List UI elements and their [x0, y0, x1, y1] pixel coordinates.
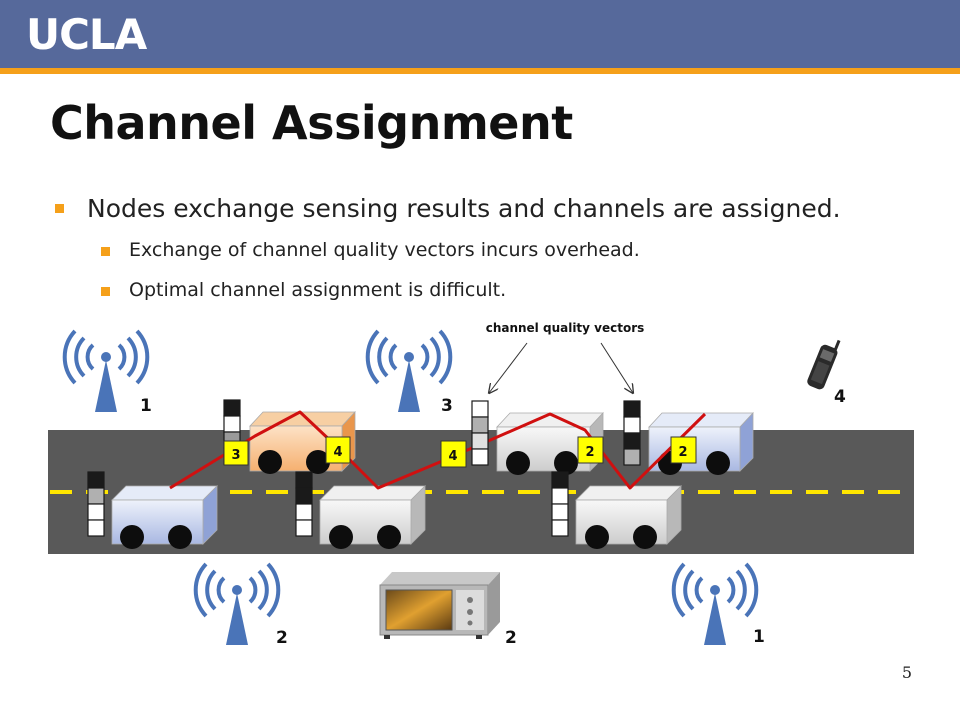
bullet-text: Nodes exchange sensing results and chann…	[87, 194, 841, 223]
bullet-square-icon	[55, 204, 64, 213]
callout-arrow	[489, 342, 528, 393]
phone-label: 4	[834, 387, 846, 407]
tower-label: 1	[140, 396, 152, 416]
vehicle-icon	[648, 411, 754, 475]
vehicle-icon	[111, 485, 218, 549]
slide-title: Channel Assignment	[50, 96, 573, 150]
channel-tag-label: 3	[231, 448, 240, 463]
vehicle-icon	[575, 485, 682, 549]
channel-tag-label: 2	[678, 445, 687, 460]
callout-arrow	[600, 342, 633, 393]
page-number: 5	[901, 663, 912, 682]
ucla-logo: UCLA	[26, 10, 147, 59]
tower-icon	[671, 562, 759, 645]
channel-tag-label: 4	[448, 449, 457, 464]
bullet-item: Nodes exchange sensing results and chann…	[50, 194, 930, 223]
bullet-text: Optimal channel assignment is difficult.	[129, 279, 507, 301]
assignment-link	[169, 410, 707, 490]
tower-icon	[365, 329, 453, 412]
bullet-list: Nodes exchange sensing results and chann…	[50, 194, 930, 319]
channel-quality-vector	[295, 471, 313, 537]
channel-quality-vector	[623, 400, 641, 466]
channel-tag	[670, 436, 697, 464]
channel-tag-label: 4	[333, 445, 342, 460]
header-bar: UCLA	[0, 0, 960, 68]
tower-label: 1	[753, 627, 765, 647]
channel-tag	[223, 440, 249, 466]
channel-quality-vector	[87, 471, 105, 537]
channel-tag	[577, 436, 604, 464]
bullet-text: Exchange of channel quality vectors incu…	[129, 239, 640, 261]
bullet-square-icon	[101, 287, 110, 296]
callout-label: channel quality vectors	[486, 321, 645, 335]
header-accent-stripe	[0, 68, 960, 74]
microwave-icon	[379, 572, 500, 639]
tower-icon	[62, 329, 150, 412]
channel-quality-vector	[551, 471, 569, 537]
channel-tag	[440, 440, 467, 468]
vehicle-icon	[319, 485, 426, 549]
vehicle-icon	[496, 411, 604, 475]
tower-label: 3	[441, 396, 453, 416]
channel-assignment-diagram: 1 3 2 1 4	[48, 321, 914, 648]
channel-tag	[325, 436, 351, 464]
tower-icon	[193, 562, 281, 645]
channel-tag-label: 2	[585, 445, 594, 460]
cell-phone-icon	[807, 339, 841, 390]
microwave-label: 2	[505, 628, 517, 648]
tower-label: 2	[276, 628, 288, 648]
bullet-square-icon	[101, 247, 110, 256]
bullet-item: Optimal channel assignment is difficult.	[50, 279, 930, 301]
bullet-item: Exchange of channel quality vectors incu…	[50, 239, 930, 261]
channel-quality-vector	[471, 400, 489, 466]
